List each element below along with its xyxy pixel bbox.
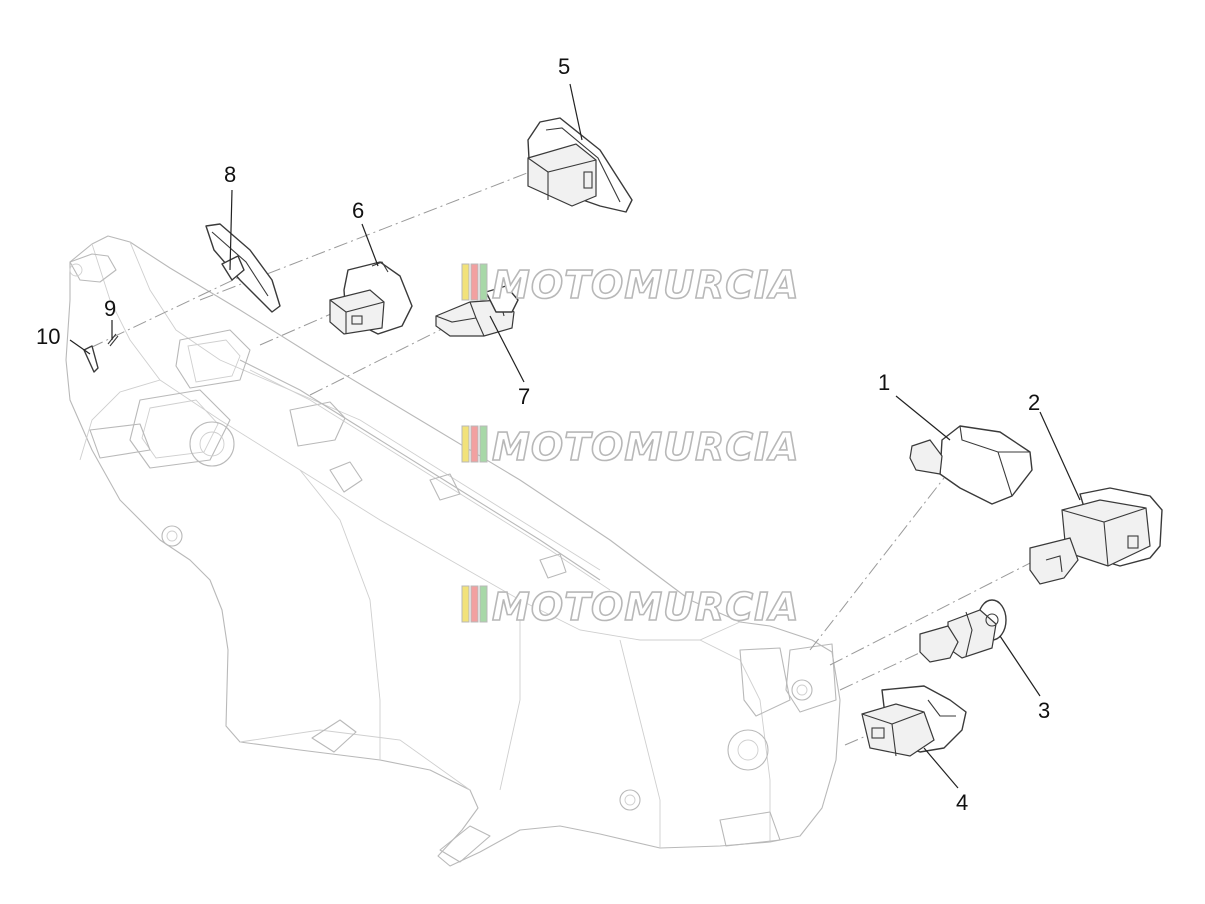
callout-7: 7 [518,384,530,409]
watermark-text: MOTOMURCIA [492,585,800,629]
watermark-text: MOTOMURCIA [492,263,800,307]
callout-9: 9 [104,296,116,321]
leader-2 [1039,411,1081,501]
part-8-lever-blade [205,223,281,313]
watermark-text: MOTOMURCIA [492,425,800,469]
watermark-flag-yellow [461,263,470,301]
leader-4 [923,747,959,789]
callout-labels: 1 2 3 4 5 6 7 8 9 10 [36,54,1050,815]
watermark-flag-green [479,263,488,301]
leader-7 [489,315,525,383]
callout-1: 1 [878,370,890,395]
part-5-switch-bezel [527,117,633,213]
part-7-switch [435,285,519,337]
handlebar-cover-housing [65,235,841,867]
watermark-bottom: MOTOMURCIA [461,584,800,630]
leader-3 [999,635,1041,697]
leader-1 [895,395,951,441]
callout-10: 10 [36,324,60,349]
watermark-flag-red [470,425,479,463]
leader-6 [361,223,379,267]
part-2-large-switch [1029,487,1163,585]
watermark-flag-yellow [461,425,470,463]
callout-8: 8 [224,162,236,187]
leader-8 [229,189,233,271]
watermark-middle: MOTOMURCIA [461,424,800,470]
callout-5: 5 [558,54,570,79]
callout-6: 6 [352,198,364,223]
leader-5 [569,83,583,141]
part-4-small-switch [861,685,967,757]
watermark-flag-red [470,263,479,301]
watermark-flag-yellow [461,585,470,623]
part-3-round-switch [919,599,1007,663]
callout-2: 2 [1028,390,1040,415]
watermark-flag-green [479,585,488,623]
watermark-top: MOTOMURCIA [461,262,800,308]
callout-3: 3 [1038,698,1050,723]
part-1-switch-cover [909,425,1033,505]
leader-10 [69,339,91,355]
leader-lines [69,83,1081,789]
part-10-clip [83,345,99,373]
watermark-flag-green [479,425,488,463]
part-6-switch-block [329,261,413,335]
watermark-flag-red [470,585,479,623]
callout-4: 4 [956,790,968,815]
